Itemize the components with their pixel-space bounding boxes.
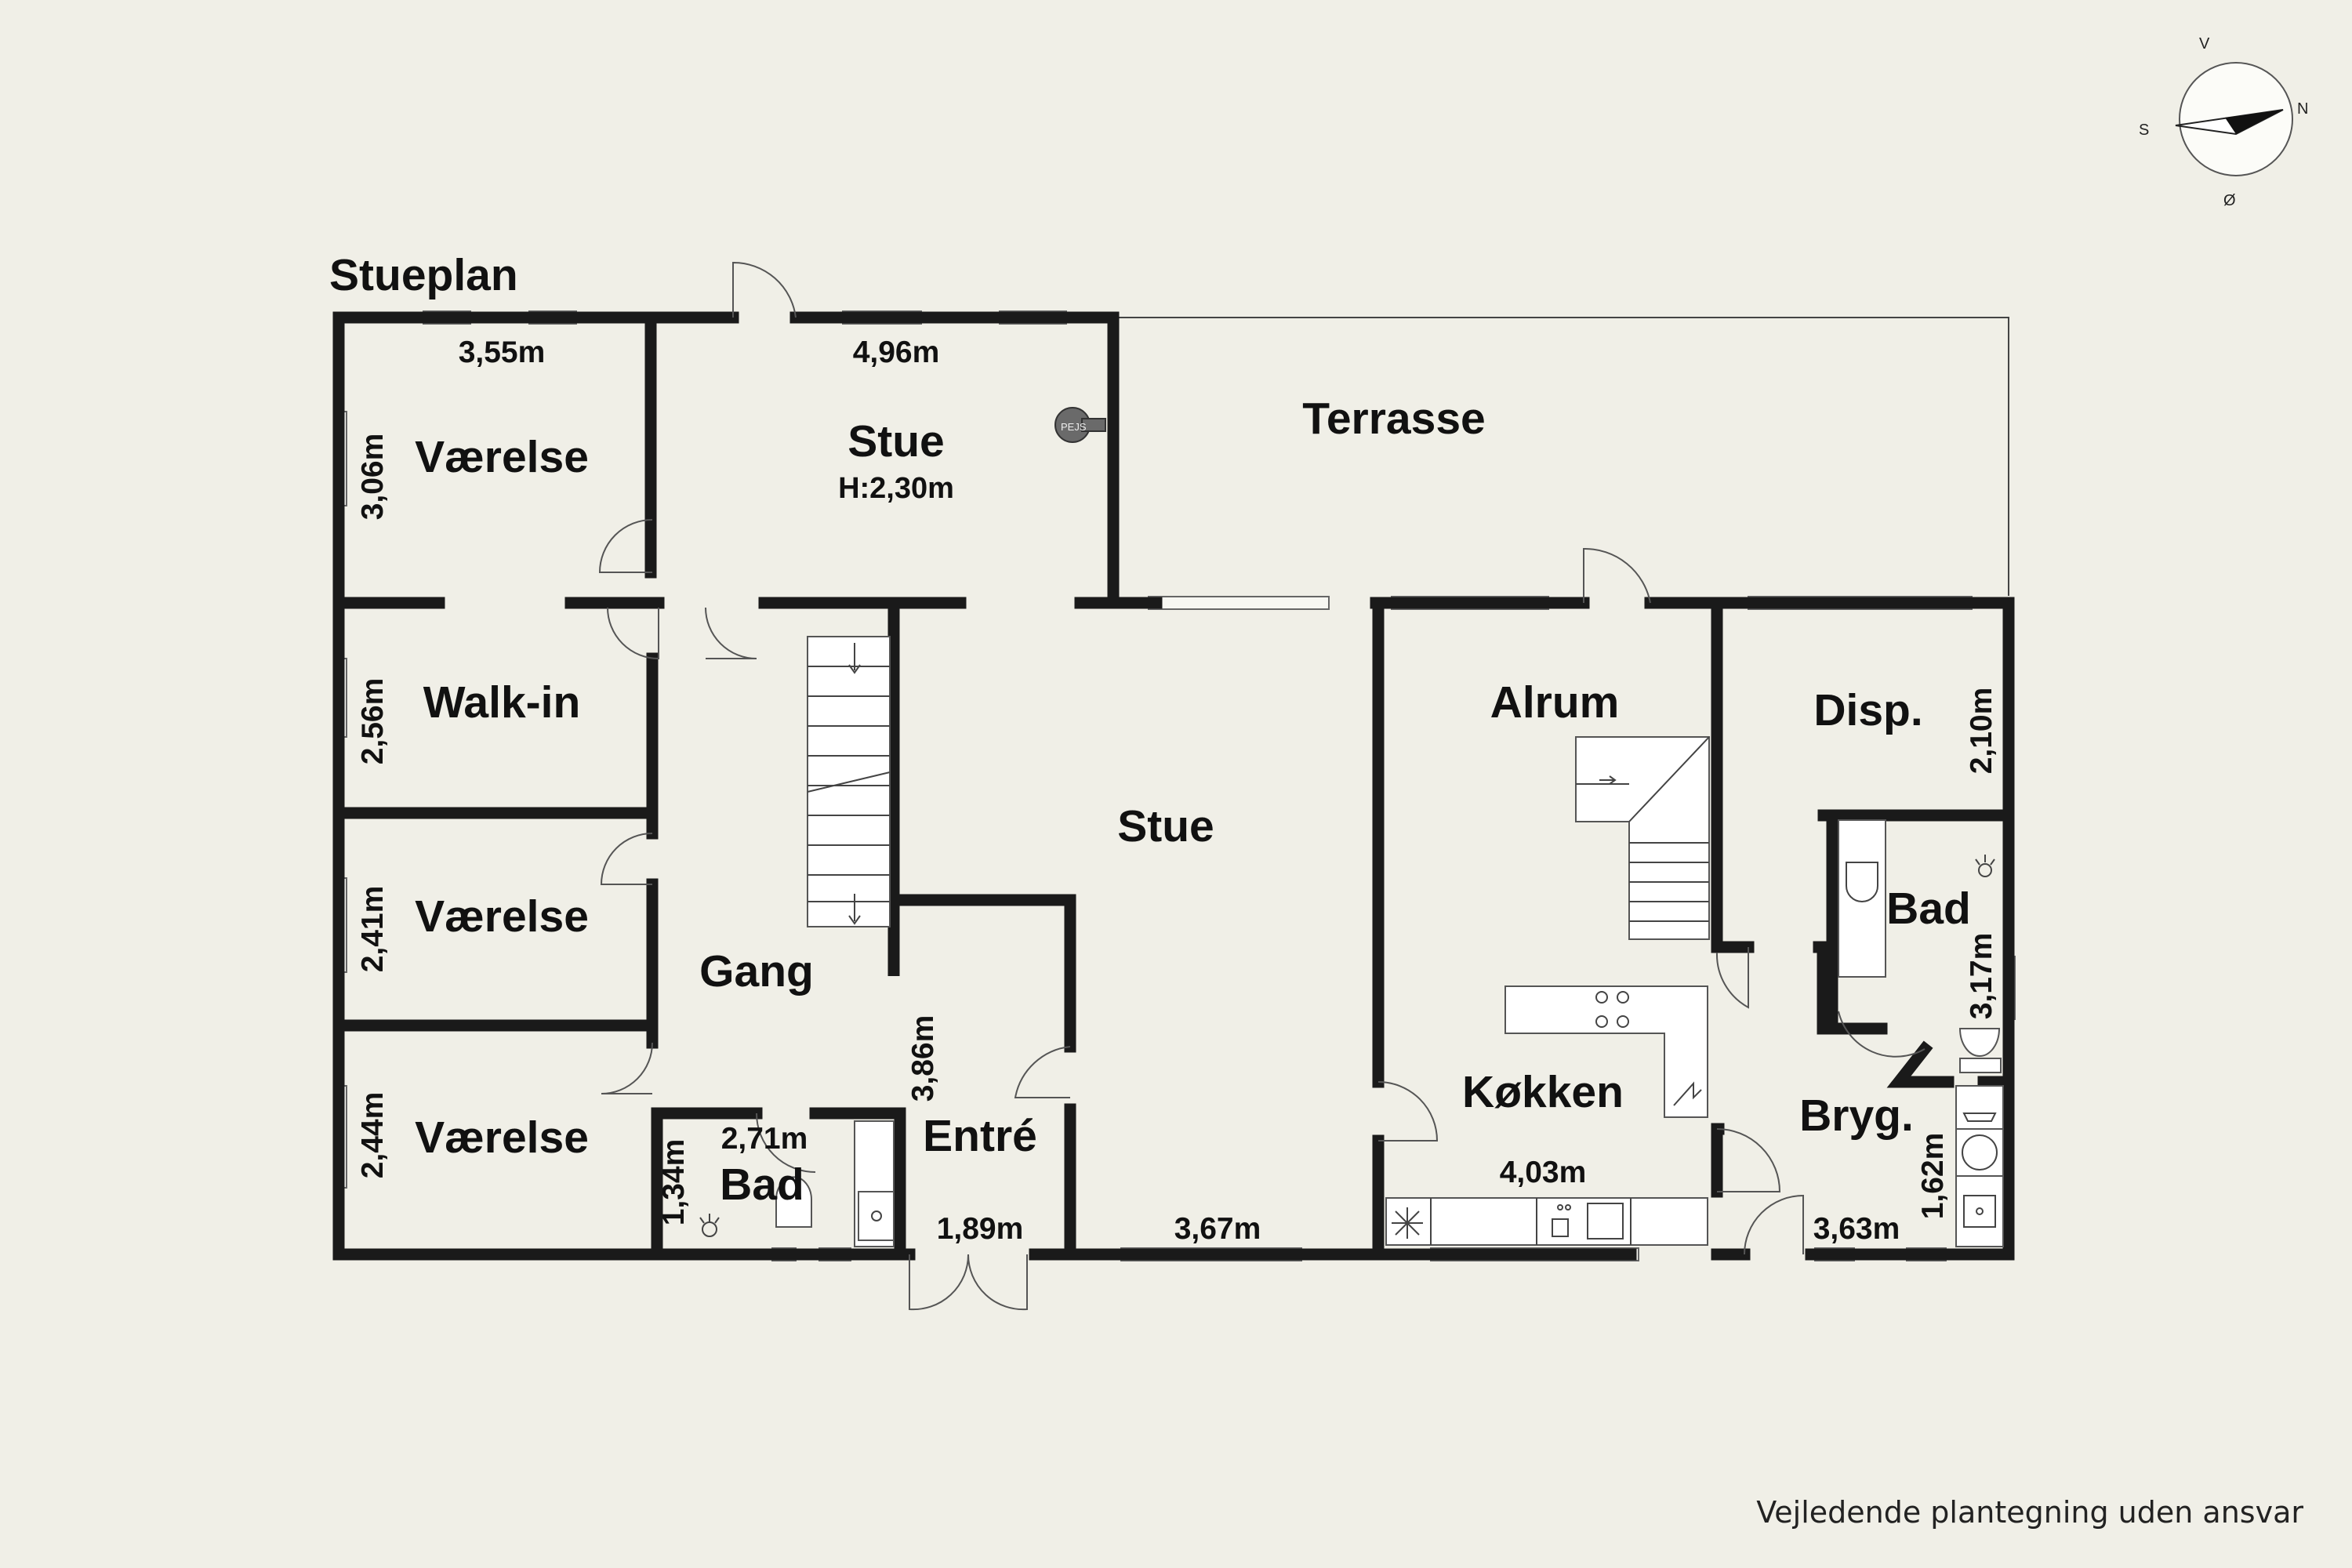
fireplace-label: PEJS <box>1061 421 1087 433</box>
dim-bryg-width: 3,63m <box>1813 1212 1900 1246</box>
dim-entre-height: 3,86m <box>906 1015 940 1102</box>
small-bath-fixtures <box>699 1120 895 1247</box>
room-bryg: Bryg. <box>1799 1091 1914 1141</box>
dim-vaerelse-3-height: 2,44m <box>356 1092 390 1179</box>
dim-walkin-height: 2,56m <box>356 678 390 765</box>
room-labels: Værelse Walk-in Værelse Værelse Stue H:2… <box>415 394 1971 1210</box>
compass-west: V <box>2199 35 2210 53</box>
terrace-outline <box>1113 317 2009 596</box>
walls <box>332 311 2015 1261</box>
room-stue-upper-height: H:2,30m <box>838 472 954 505</box>
room-stue-main: Stue <box>1117 801 1214 851</box>
room-gang: Gang <box>699 946 814 996</box>
room-entre: Entré <box>923 1111 1037 1161</box>
room-vaerelse-1: Værelse <box>415 432 589 482</box>
compass-east: Ø <box>2223 192 2236 209</box>
stair-alrum <box>1575 736 1710 940</box>
room-vaerelse-2: Værelse <box>415 891 589 942</box>
dimension-labels: 3,55m 4,96m 2,71m 1,89m 3,67m 4,03m 3,63… <box>356 336 1998 1246</box>
dim-vaerelse-1-height: 3,06m <box>356 434 390 521</box>
room-disp: Disp. <box>1813 685 1922 735</box>
dim-bad-small-height: 1,34m <box>657 1139 691 1226</box>
dim-stue-upper-width: 4,96m <box>853 336 940 369</box>
dim-bryg-height: 1,62m <box>1916 1133 1950 1220</box>
dim-vaerelse-1-width: 3,55m <box>459 336 546 369</box>
dim-bad-small-width: 2,71m <box>721 1122 808 1156</box>
compass-south: S <box>2139 122 2149 139</box>
room-alrum: Alrum <box>1490 677 1620 728</box>
dim-disp-height: 2,10m <box>1965 688 1998 775</box>
compass-north: N <box>2297 100 2308 118</box>
dim-kokken-width: 4,03m <box>1500 1156 1587 1189</box>
dim-entre-width: 1,89m <box>937 1212 1024 1246</box>
dim-vaerelse-2-height: 2,41m <box>356 886 390 973</box>
dim-stue-main-width: 3,67m <box>1174 1212 1261 1246</box>
dim-bad-right-height: 3,17m <box>1965 933 1998 1020</box>
right-bath-fixtures <box>1838 819 2004 1247</box>
doors <box>598 261 1926 1311</box>
room-walkin: Walk-in <box>423 677 581 728</box>
compass-icon: N S Ø V <box>2139 35 2308 209</box>
disclaimer-text: Vejledende plantegning uden ansvar <box>1756 1495 2303 1530</box>
room-kokken: Køkken <box>1462 1067 1624 1117</box>
plan-title: Stueplan <box>329 250 518 300</box>
room-terrasse: Terrasse <box>1302 394 1485 444</box>
room-bad-right: Bad <box>1886 884 1971 934</box>
room-vaerelse-3: Værelse <box>415 1112 589 1163</box>
fireplace-icon: PEJS <box>1054 407 1106 443</box>
kitchen-fixtures <box>1385 985 1708 1246</box>
room-bad-small: Bad <box>720 1160 804 1210</box>
room-stue-upper: Stue <box>848 416 945 466</box>
stair-gang <box>807 636 891 927</box>
